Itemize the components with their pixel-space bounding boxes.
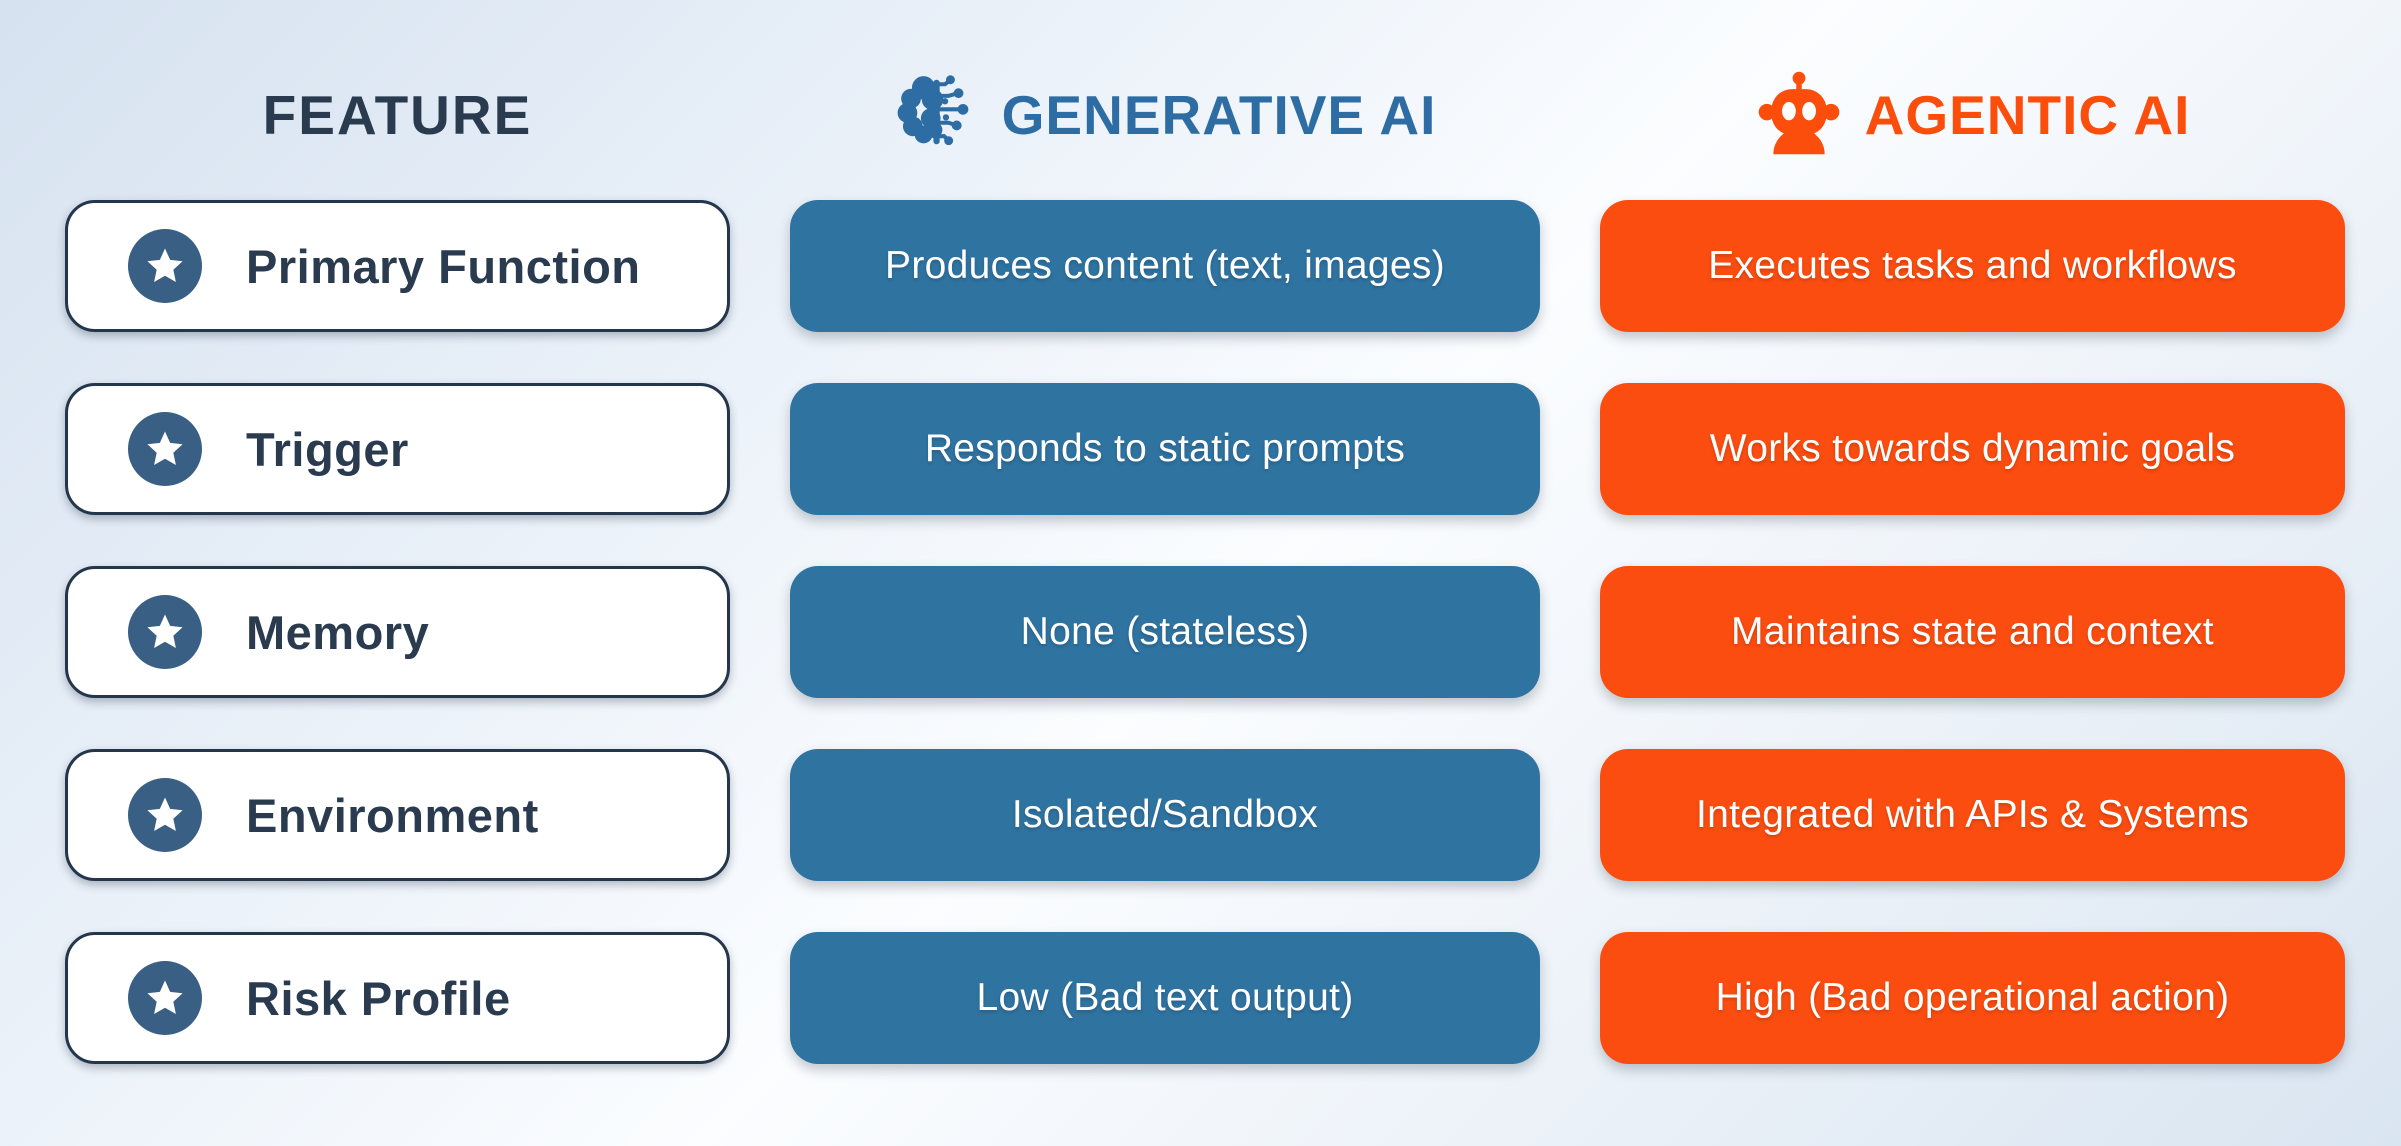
agentic-cell-text: Integrated with APIs & Systems: [1695, 793, 2250, 836]
agentic-cell: High (Bad operational action): [1600, 932, 2345, 1064]
generative-cell-text: Low (Bad text output): [976, 976, 1354, 1019]
generative-cell: None (stateless): [790, 566, 1540, 698]
generative-cell-text: Responds to static prompts: [924, 427, 1406, 470]
generative-cell-text: None (stateless): [1020, 610, 1310, 653]
agentic-cell: Works towards dynamic goals: [1600, 383, 2345, 515]
generative-column-header: GENERATIVE AI: [790, 0, 1540, 149]
star-badge-icon: [128, 961, 202, 1035]
agentic-cell-text: Executes tasks and workflows: [1708, 244, 2237, 287]
feature-card: Primary Function: [65, 200, 730, 332]
star-badge-icon: [128, 778, 202, 852]
feature-column-header: FEATURE: [65, 0, 730, 149]
brain-circuit-icon: [894, 69, 980, 155]
agentic-header-label: AGENTIC AI: [1864, 84, 2191, 147]
robot-icon: [1755, 69, 1843, 157]
feature-label: Memory: [246, 605, 430, 659]
feature-card: Trigger: [65, 383, 730, 515]
generative-cell: Responds to static prompts: [790, 383, 1540, 515]
agentic-column-header: AGENTIC AI: [1600, 0, 2345, 155]
agentic-cell-text: Maintains state and context: [1731, 610, 2214, 653]
star-badge-icon: [128, 595, 202, 669]
agentic-cell-text: High (Bad operational action): [1715, 976, 2230, 1019]
feature-card: Environment: [65, 749, 730, 881]
feature-card: Memory: [65, 566, 730, 698]
agentic-cell: Executes tasks and workflows: [1600, 200, 2345, 332]
generative-cell: Low (Bad text output): [790, 932, 1540, 1064]
generative-cell: Produces content (text, images): [790, 200, 1540, 332]
star-badge-icon: [128, 412, 202, 486]
agentic-cell: Integrated with APIs & Systems: [1600, 749, 2345, 881]
feature-label: Primary Function: [246, 239, 641, 293]
generative-cell-text: Isolated/Sandbox: [1011, 793, 1319, 836]
agentic-cell-text: Works towards dynamic goals: [1709, 427, 2236, 470]
feature-card: Risk Profile: [65, 932, 730, 1064]
generative-header-label: GENERATIVE AI: [1001, 84, 1437, 147]
agentic-cell: Maintains state and context: [1600, 566, 2345, 698]
comparison-table: FEATURE: [65, 0, 2345, 1064]
feature-label: Environment: [246, 788, 539, 842]
feature-label: Trigger: [246, 422, 409, 476]
generative-cell: Isolated/Sandbox: [790, 749, 1540, 881]
feature-header-label: FEATURE: [262, 84, 533, 147]
star-badge-icon: [128, 229, 202, 303]
generative-cell-text: Produces content (text, images): [885, 244, 1445, 287]
feature-label: Risk Profile: [246, 971, 511, 1025]
